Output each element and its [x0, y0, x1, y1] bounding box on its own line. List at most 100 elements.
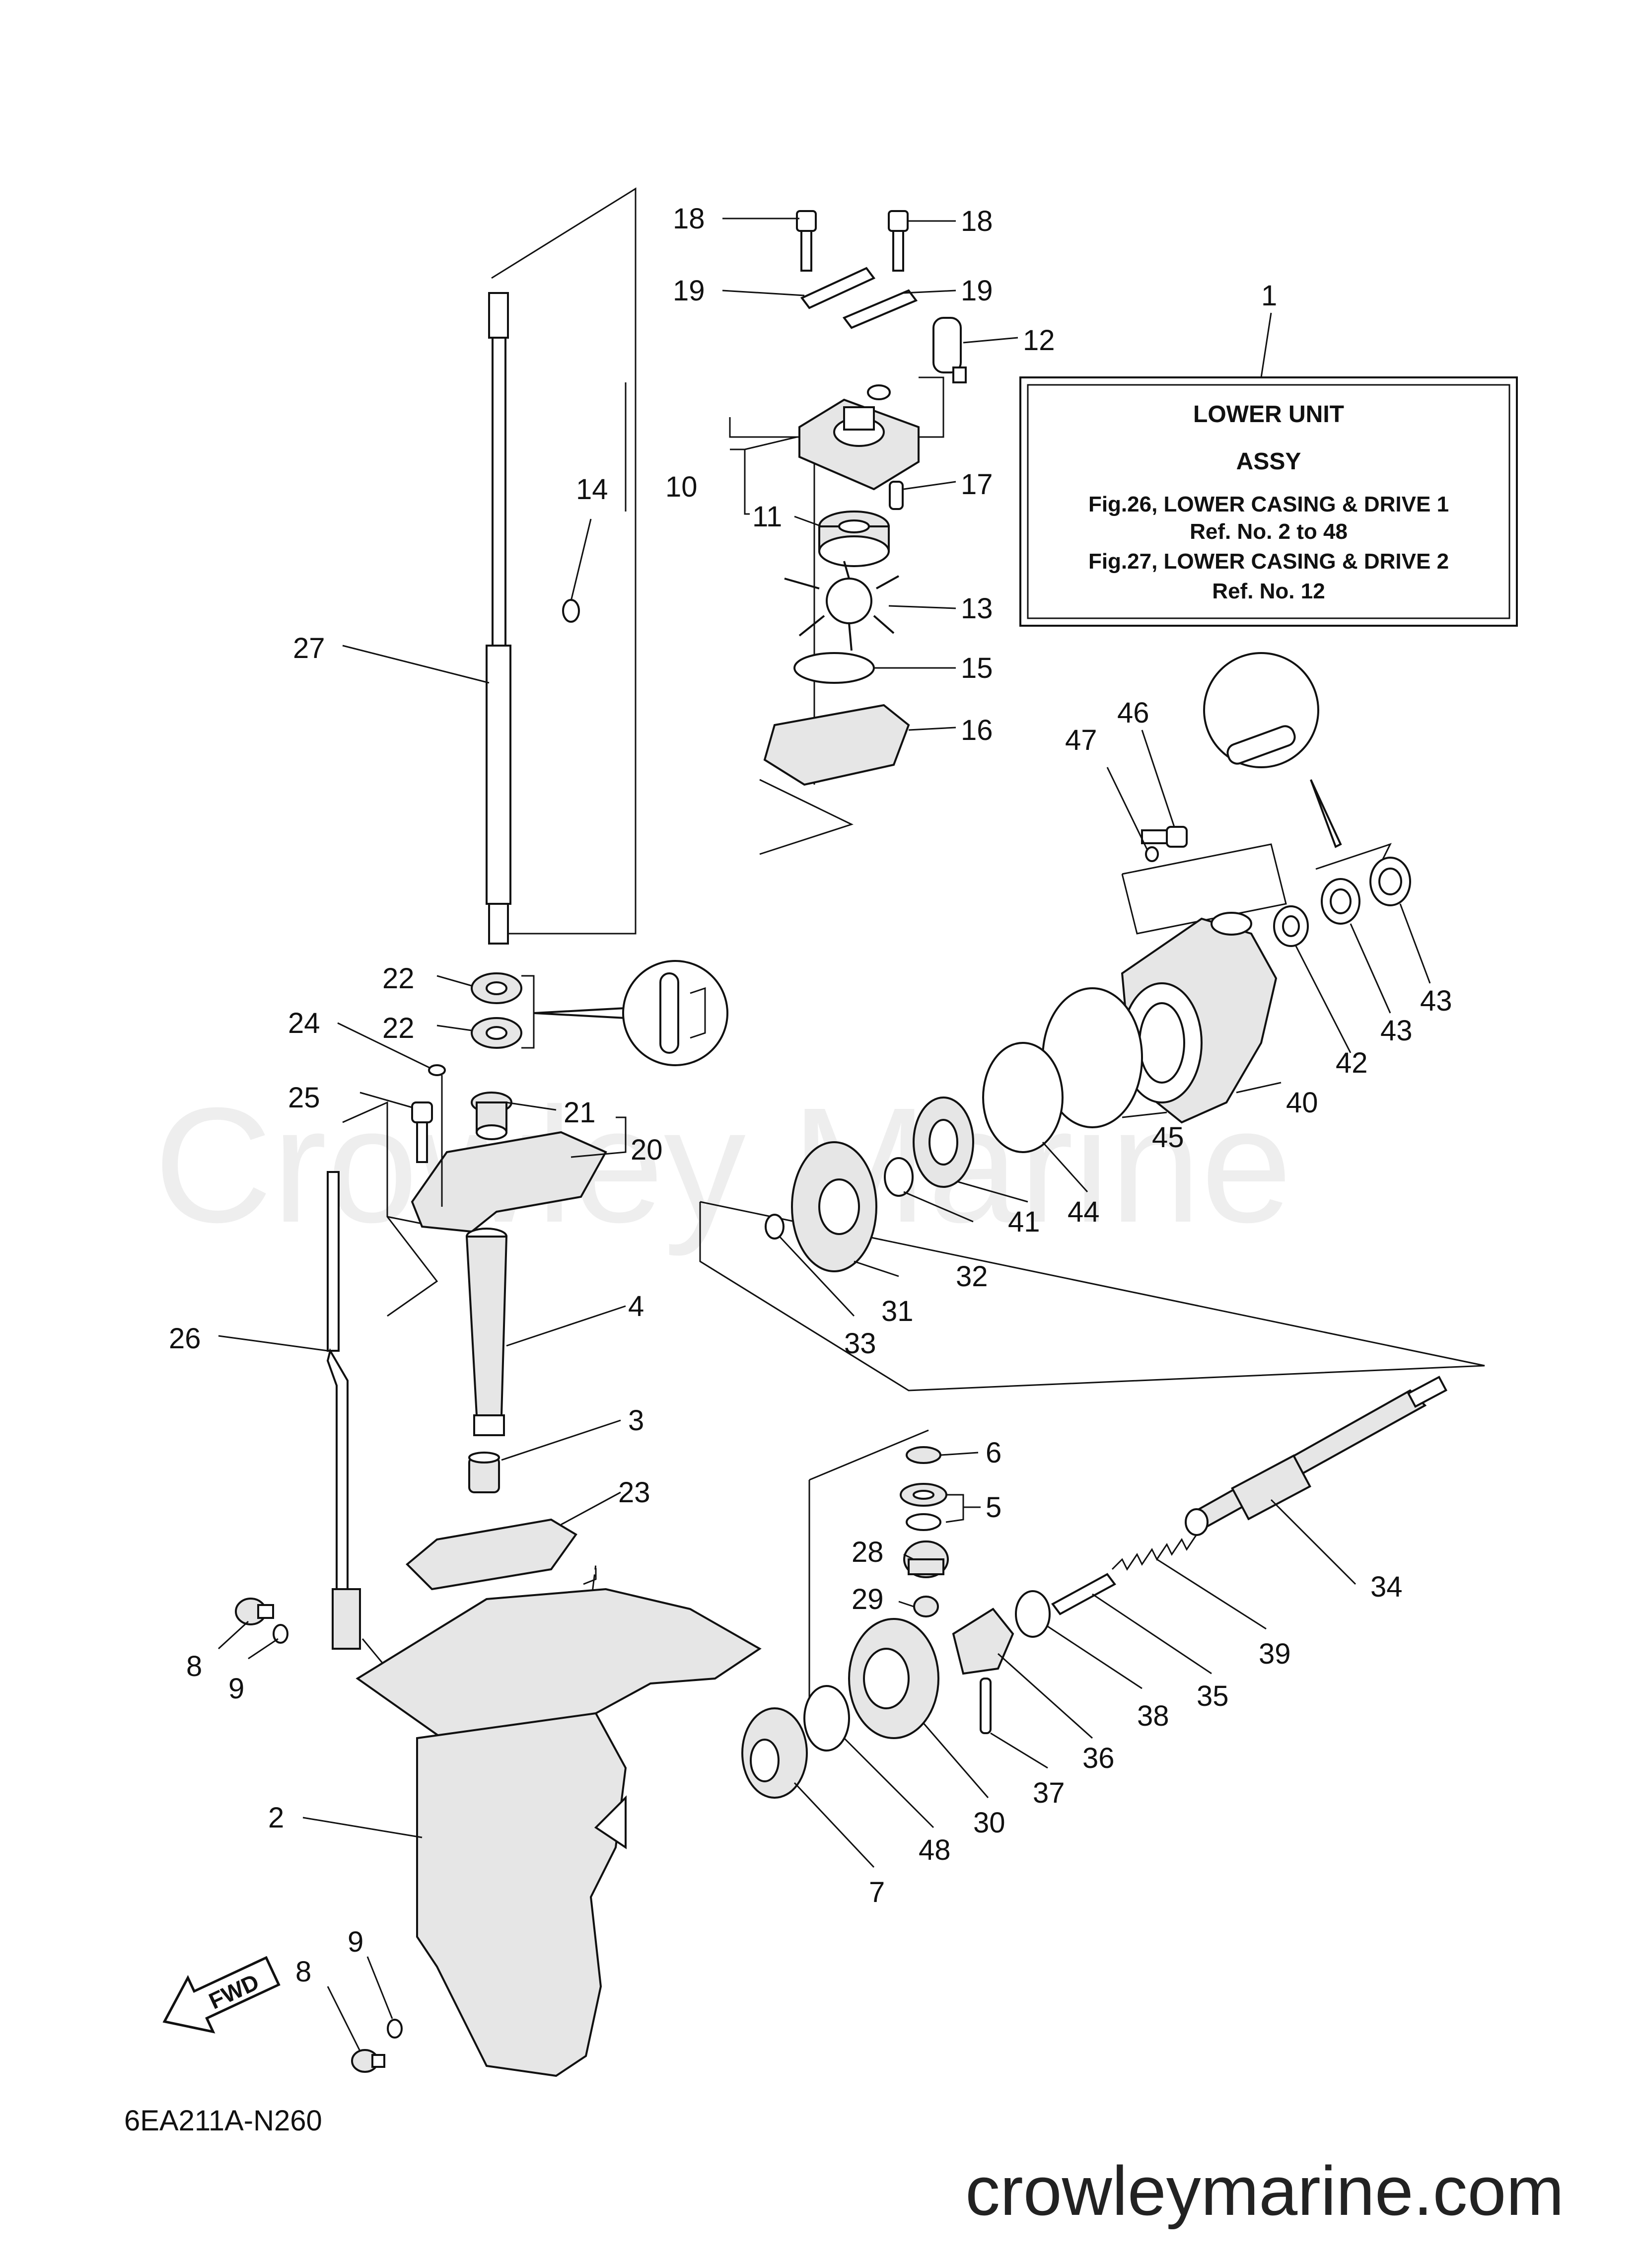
bolt-18-right: [888, 210, 909, 272]
figure-code: 6EA211A-N260: [124, 2105, 322, 2137]
housing-20: [411, 1131, 607, 1233]
callout-43: 43: [1380, 1015, 1413, 1047]
plate-19-right: [842, 289, 918, 329]
detail-circle-22: [622, 960, 728, 1066]
callout-23: 23: [618, 1476, 650, 1509]
ring-24: [428, 1064, 446, 1076]
callout-4: 4: [628, 1290, 644, 1322]
callout-15: 15: [961, 652, 993, 684]
callout-18: 18: [673, 203, 705, 235]
info-box: LOWER UNIT ASSY Fig.26, LOWER CASING & D…: [1019, 376, 1518, 627]
nut-29: [913, 1596, 939, 1617]
callout-labels: 18 18 19 19 12 10 11 17 13 15 16 14 27 1…: [169, 203, 1452, 1988]
key-14: [562, 599, 580, 623]
callout-22: 22: [382, 962, 415, 995]
bolt-18-left: [796, 210, 817, 272]
propeller-shaft-34: [1185, 1376, 1448, 1536]
detail-circle-43: [1203, 652, 1319, 768]
callout-47: 47: [1065, 724, 1097, 756]
bolt-25: [411, 1101, 433, 1163]
callout-2: 2: [268, 1802, 284, 1834]
pin-35: [1051, 1573, 1116, 1615]
bolt-8-lower: [351, 2049, 385, 2073]
callout-27: 27: [293, 632, 325, 664]
callout-41: 41: [1008, 1206, 1040, 1238]
pinion-28: [903, 1540, 949, 1578]
pin-17: [889, 481, 904, 510]
bearing-7: [741, 1707, 808, 1799]
callout-35: 35: [1197, 1680, 1229, 1712]
callout-22: 22: [382, 1012, 415, 1044]
reverse-gear-31: [791, 1141, 877, 1272]
callout-19: 19: [961, 275, 993, 307]
callout-28: 28: [852, 1536, 884, 1568]
callout-24: 24: [288, 1007, 320, 1039]
callout-1: 1: [1261, 280, 1277, 312]
part-12: [932, 317, 967, 383]
callout-13: 13: [961, 592, 993, 625]
plate-19-left: [800, 267, 876, 309]
callout-43: 43: [1420, 985, 1452, 1017]
washer-47: [1145, 846, 1159, 862]
info-line: ASSY: [1236, 448, 1301, 475]
callout-34: 34: [1370, 1571, 1403, 1603]
callout-31: 31: [881, 1295, 914, 1327]
shim-48: [803, 1685, 850, 1752]
callout-9: 9: [348, 1926, 363, 1958]
callout-39: 39: [1259, 1638, 1291, 1670]
dog-clutch-36: [952, 1608, 1014, 1675]
grommet-3: [468, 1452, 500, 1493]
callout-3: 3: [628, 1404, 644, 1437]
drive-shaft-27: [486, 292, 511, 945]
seal-43-b: [1369, 857, 1411, 906]
callout-7: 7: [869, 1876, 885, 1908]
callout-32: 32: [956, 1260, 988, 1293]
callout-42: 42: [1336, 1047, 1368, 1079]
bushing-21: [471, 1092, 512, 1140]
info-line: LOWER UNIT: [1193, 401, 1344, 428]
callout-9: 9: [228, 1673, 244, 1705]
fwd-arrow: FWD: [162, 1956, 281, 2034]
callout-17: 17: [961, 468, 993, 501]
pin-37: [980, 1678, 992, 1734]
bearing-41: [913, 1097, 974, 1188]
oring-44: [982, 1042, 1064, 1153]
washer-9-upper: [273, 1624, 288, 1644]
shim-6: [906, 1446, 941, 1464]
bolt-8-upper: [235, 1598, 274, 1625]
callout-8: 8: [186, 1650, 202, 1683]
callout-11: 11: [752, 501, 782, 533]
callout-46: 46: [1117, 697, 1149, 729]
plate-16: [763, 704, 910, 786]
info-line: Fig.26, LOWER CASING & DRIVE 1: [1088, 492, 1449, 516]
callout-10: 10: [665, 471, 698, 503]
callout-48: 48: [919, 1834, 951, 1866]
callout-20: 20: [631, 1134, 663, 1166]
seal-42: [1273, 905, 1309, 947]
callout-40: 40: [1286, 1087, 1318, 1119]
callout-36: 36: [1082, 1742, 1115, 1774]
washer-9-lower: [387, 2019, 403, 2039]
callout-33: 33: [844, 1327, 876, 1360]
callout-38: 38: [1137, 1700, 1169, 1732]
info-line: Fig.27, LOWER CASING & DRIVE 2: [1088, 549, 1449, 574]
callout-44: 44: [1068, 1196, 1100, 1228]
washer-5: [906, 1513, 941, 1531]
info-line: Ref. No. 12: [1212, 579, 1325, 603]
water-tube-4: [465, 1228, 508, 1436]
callout-26: 26: [169, 1322, 201, 1355]
pump-housing-10: [798, 384, 920, 491]
bolt-46: [1141, 826, 1188, 848]
bearing-22-bottom: [471, 1017, 522, 1049]
bearing-5: [900, 1483, 947, 1507]
callout-25: 25: [288, 1082, 320, 1114]
info-line: Ref. No. 2 to 48: [1190, 519, 1348, 544]
site-url: crowleymarine.com: [965, 2152, 1564, 2230]
lower-casing-2: [356, 1588, 762, 2077]
forward-gear-30: [848, 1618, 939, 1739]
callout-21: 21: [564, 1097, 596, 1129]
impeller-13: [784, 561, 899, 651]
callout-12: 12: [1023, 324, 1055, 357]
parts: [235, 210, 1448, 2077]
